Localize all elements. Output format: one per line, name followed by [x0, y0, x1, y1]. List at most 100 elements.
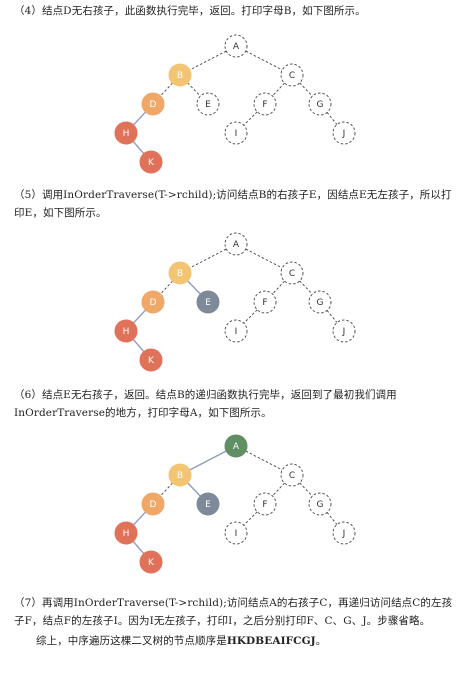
edge-F-I	[243, 309, 258, 324]
tree-node-B: B	[168, 63, 192, 87]
edge-H-K	[132, 338, 145, 353]
tree-node-D: D	[141, 92, 165, 116]
tree-node-circle-D	[141, 92, 165, 116]
tree-node-label-G: G	[317, 298, 324, 308]
tree-node-label-K: K	[148, 356, 155, 366]
tree-node-circle-G	[308, 492, 332, 516]
tree-node-label-G: G	[317, 500, 324, 510]
tree-node-circle-B	[168, 63, 192, 87]
tree-node-label-A: A	[233, 240, 240, 250]
tree-node-label-D: D	[150, 298, 157, 308]
tree-node-label-C: C	[289, 71, 295, 81]
tree-node-G: G	[308, 92, 332, 116]
tree-node-circle-B	[168, 261, 192, 285]
tree-node-circle-B	[168, 463, 192, 487]
tree-node-label-C: C	[289, 471, 295, 481]
edge-C-F	[272, 482, 285, 497]
edge-G-J	[326, 112, 338, 125]
tree-node-label-E: E	[205, 500, 211, 510]
edge-H-K	[132, 540, 145, 555]
tree-node-label-D: D	[150, 500, 157, 510]
tree-node-circle-D	[141, 492, 165, 516]
edge-A-B	[189, 248, 227, 269]
tree-node-circle-I	[224, 319, 248, 343]
tree-node-circle-C	[280, 261, 304, 285]
tree-node-circle-E	[196, 92, 220, 116]
tree-node-label-J: J	[342, 529, 346, 539]
tree-node-circle-I	[224, 521, 248, 545]
tree-node-I: I	[224, 121, 248, 145]
tree-node-I: I	[224, 319, 248, 343]
tree-node-circle-A	[224, 34, 248, 58]
tree-node-label-F: F	[262, 500, 267, 510]
tree-node-E: E	[196, 492, 220, 516]
tree-node-label-B: B	[177, 471, 183, 481]
tree-node-label-C: C	[289, 269, 295, 279]
edge-C-G	[299, 82, 313, 97]
tree-node-label-D: D	[150, 100, 157, 110]
tree-node-label-K: K	[148, 158, 155, 168]
tree-node-C: C	[280, 63, 304, 87]
tree-node-label-E: E	[205, 298, 211, 308]
tree-node-H: H	[114, 121, 138, 145]
tree-node-circle-H	[114, 521, 138, 545]
tree-node-E: E	[196, 92, 220, 116]
tree-node-I: I	[224, 521, 248, 545]
tree-node-J: J	[332, 521, 356, 545]
paragraph-step-6: （6）结点E无右孩子，返回。结点B的递归函数执行完毕，返回到了最初我们调用InO…	[14, 389, 397, 419]
tree-node-H: H	[114, 521, 138, 545]
tree-node-circle-G	[308, 92, 332, 116]
edge-C-F	[272, 280, 285, 295]
edge-H-K	[132, 140, 145, 155]
tree-node-circle-K	[139, 550, 163, 574]
edge-C-G	[299, 280, 313, 295]
tree-node-E: E	[196, 290, 220, 314]
tree-node-circle-D	[141, 290, 165, 314]
tree-node-F: F	[253, 290, 277, 314]
tree-node-G: G	[308, 290, 332, 314]
tree-node-label-I: I	[235, 327, 238, 337]
edge-G-J	[326, 512, 338, 525]
edge-A-B	[189, 50, 227, 71]
tree-node-circle-J	[332, 521, 356, 545]
tree-node-D: D	[141, 492, 165, 516]
edge-D-H	[132, 511, 147, 526]
tree-node-circle-K	[139, 150, 163, 174]
tree-node-circle-K	[139, 348, 163, 372]
tree-node-label-I: I	[235, 529, 238, 539]
tree-node-circle-C	[280, 63, 304, 87]
tree-node-label-B: B	[177, 269, 183, 279]
edge-B-E	[187, 280, 201, 295]
paragraph-step-4: （4）结点D无右孩子，此函数执行完毕，返回。打印字母B，如下图所示。	[14, 5, 366, 17]
tree-node-J: J	[332, 121, 356, 145]
tree-node-label-A: A	[233, 442, 240, 452]
tree-node-label-J: J	[342, 327, 346, 337]
tree-node-circle-A	[224, 434, 248, 458]
tree-node-circle-F	[253, 492, 277, 516]
tree-node-label-J: J	[342, 129, 346, 139]
tree-node-label-A: A	[233, 42, 240, 52]
tree-node-circle-H	[114, 319, 138, 343]
summary-line: 综上，中序遍历这棵二叉树的节点顺序是HKDBEAIFCGJ。	[14, 632, 459, 650]
tree-node-circle-J	[332, 319, 356, 343]
tree-node-H: H	[114, 319, 138, 343]
summary-result: HKDBEAIFCGJ	[226, 635, 316, 647]
tree-node-circle-F	[253, 290, 277, 314]
edge-B-D	[160, 482, 173, 497]
tree-node-circle-A	[224, 232, 248, 256]
tree-node-label-H: H	[123, 529, 130, 539]
edge-D-H	[132, 309, 147, 324]
edge-C-F	[272, 82, 285, 97]
edge-A-C	[245, 450, 283, 471]
tree-node-A: A	[224, 34, 248, 58]
tree-node-C: C	[280, 463, 304, 487]
edge-C-G	[299, 482, 313, 497]
tree-node-label-H: H	[123, 327, 130, 337]
edge-B-D	[160, 82, 173, 97]
edge-D-H	[132, 111, 147, 126]
tree-node-D: D	[141, 290, 165, 314]
tree-node-A: A	[224, 434, 248, 458]
tree-node-F: F	[253, 492, 277, 516]
paragraph-step-5: （5）调用InOrderTraverse(T->rchild);访问结点B的右孩…	[14, 189, 452, 219]
edge-A-B	[189, 450, 227, 471]
